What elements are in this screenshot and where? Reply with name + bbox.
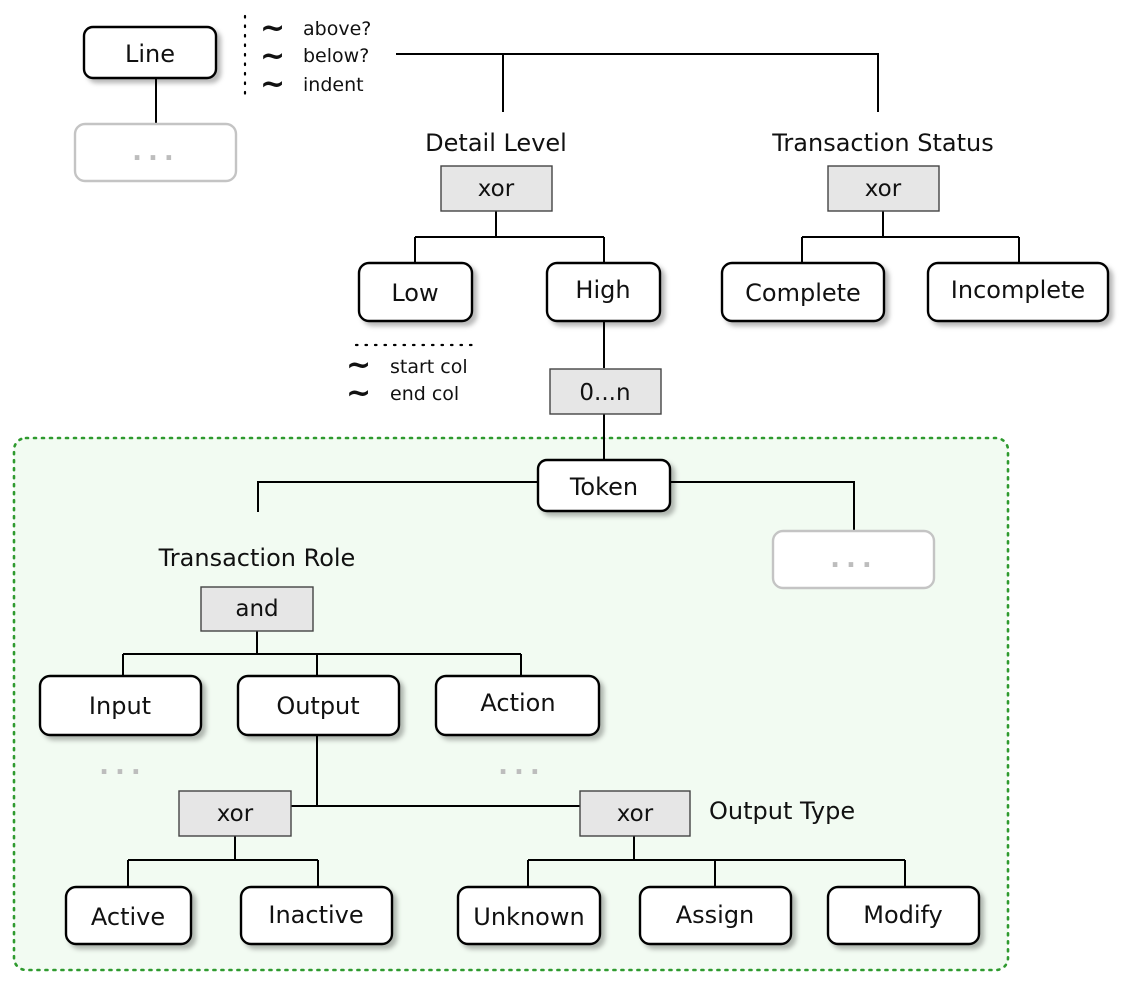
operator-transaction-role xyxy=(200,586,314,632)
edge-transaction-role xyxy=(122,631,522,676)
edge-token-branches xyxy=(257,481,855,530)
operator-multiplicity xyxy=(549,368,662,415)
node-complete-label: Complete xyxy=(745,279,861,307)
token-attribute-end-col: end col xyxy=(390,383,459,405)
node-unknown-label: Unknown xyxy=(473,903,584,931)
operator-transaction-status-label: xor xyxy=(865,176,902,202)
edge-output-branches xyxy=(291,736,580,807)
operator-transaction-role-label: and xyxy=(235,596,278,622)
ellipsis-under-action: ... xyxy=(498,751,546,781)
ellipsis-under-input: ... xyxy=(99,751,147,781)
label-transaction-status: Transaction Status xyxy=(771,129,993,157)
node-low xyxy=(357,261,474,323)
operator-detail-level-label: xor xyxy=(478,176,515,202)
token-attribute-tilde-2: ~ xyxy=(346,376,371,411)
edge-detail-level xyxy=(414,211,605,262)
node-token xyxy=(536,458,672,513)
node-assign-label: Assign xyxy=(676,901,755,929)
node-action xyxy=(434,674,601,737)
node-high xyxy=(545,261,662,323)
line-attribute-above: above? xyxy=(303,18,371,40)
node-inactive xyxy=(239,885,394,946)
node-modify-label: Modify xyxy=(863,901,943,929)
line-attribute-below: below? xyxy=(303,45,369,67)
node-complete xyxy=(720,261,886,323)
node-low-label: Low xyxy=(391,279,438,307)
node-active xyxy=(64,885,193,946)
node-incomplete xyxy=(926,261,1110,323)
node-output-label: Output xyxy=(276,692,359,720)
ghost-node-token-sibling xyxy=(771,529,936,590)
node-incomplete-label: Incomplete xyxy=(951,276,1085,304)
line-attribute-indent: indent xyxy=(303,74,364,96)
line-attribute-tilde-3: ~ xyxy=(260,67,285,102)
operator-output-type-label: xor xyxy=(617,801,654,827)
token-attribute-tilde-1: ~ xyxy=(346,348,371,383)
edge-output-left xyxy=(127,836,319,886)
label-detail-level: Detail Level xyxy=(425,129,567,157)
edge-output-type xyxy=(527,836,906,886)
ghost-node-line-sibling xyxy=(73,122,238,183)
operator-output-type xyxy=(579,790,691,837)
connectors xyxy=(122,53,1020,886)
edge-line-attributes xyxy=(396,53,879,112)
operator-multiplicity-label: 0...n xyxy=(579,380,630,406)
edge-transaction-status xyxy=(801,211,1020,262)
node-token-label: Token xyxy=(569,473,638,501)
operator-output-left xyxy=(178,790,292,837)
token-attribute-start-col: start col xyxy=(390,356,468,378)
operator-output-left-label: xor xyxy=(217,801,254,827)
operator-detail-level xyxy=(440,165,553,212)
node-active-label: Active xyxy=(91,903,165,931)
ghost-node-token-ellipsis: ... xyxy=(830,544,878,574)
ghost-node-line-ellipsis: ... xyxy=(132,137,180,167)
node-action-label: Action xyxy=(480,689,555,717)
label-output-type: Output Type xyxy=(709,797,855,825)
node-input-label: Input xyxy=(89,692,151,720)
node-inactive-label: Inactive xyxy=(268,901,363,929)
line-attribute-tilde-1: ~ xyxy=(260,11,285,46)
node-output xyxy=(236,674,401,737)
node-unknown xyxy=(456,885,602,946)
node-high-label: High xyxy=(575,276,630,304)
node-input xyxy=(38,674,203,737)
node-assign xyxy=(638,885,793,946)
node-line xyxy=(82,25,218,80)
label-transaction-role: Transaction Role xyxy=(158,544,356,572)
node-modify xyxy=(826,885,981,946)
line-attribute-tilde-2: ~ xyxy=(260,39,285,74)
node-line-label: Line xyxy=(125,40,175,68)
operator-transaction-status xyxy=(827,165,940,212)
